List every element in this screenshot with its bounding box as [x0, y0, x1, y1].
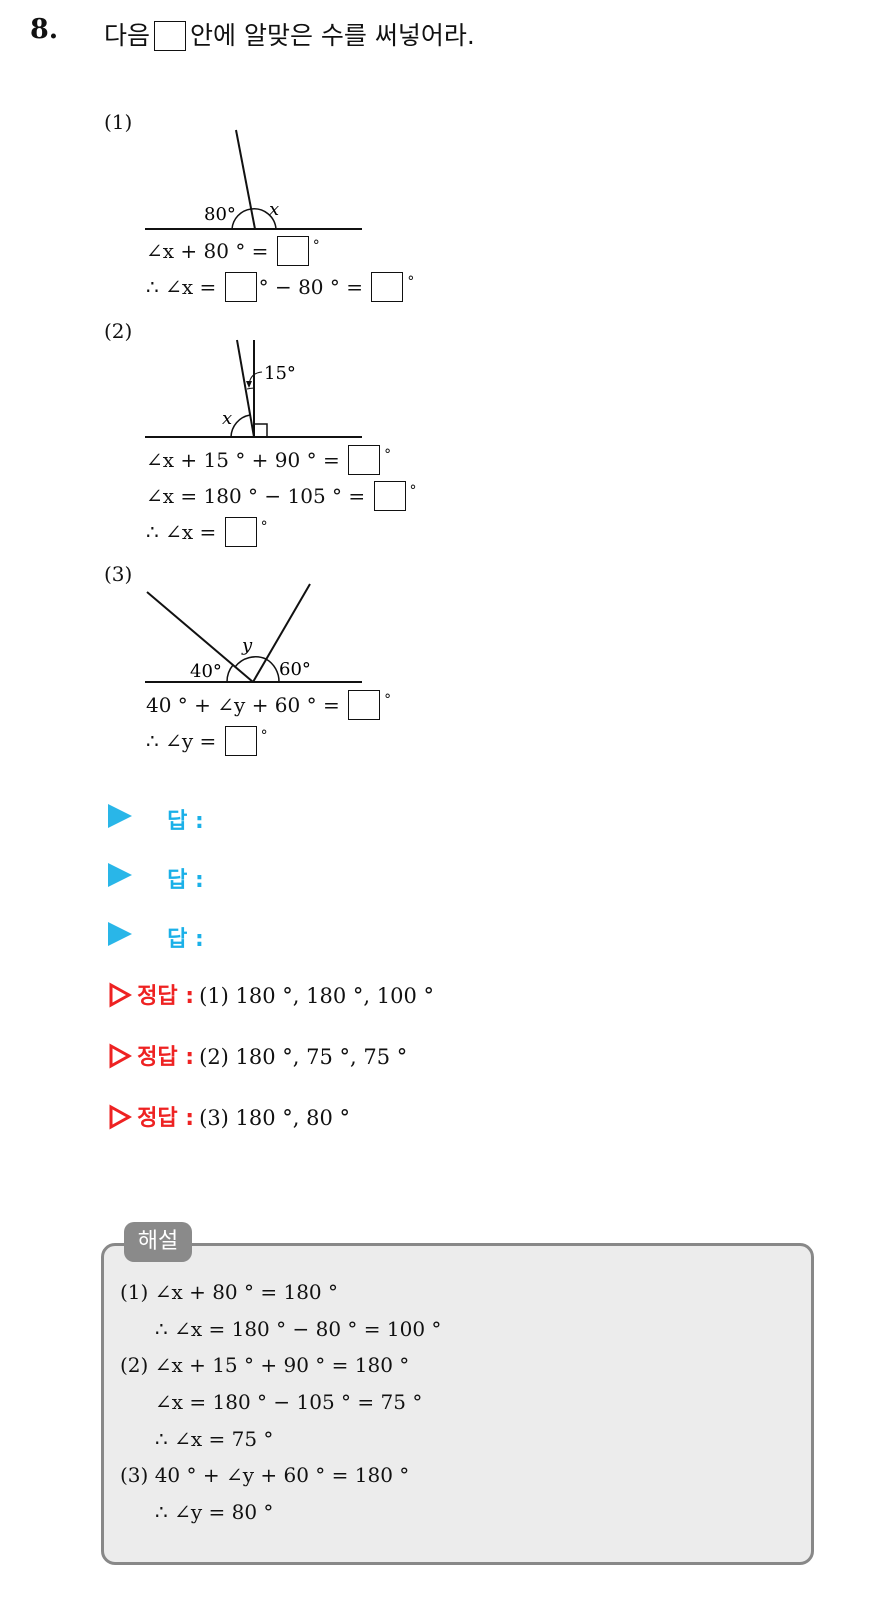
play-triangle-icon — [108, 922, 132, 946]
correct-answer-1: 정답 : (1) 180 °, 180 °, 100 ° — [108, 978, 434, 1010]
part-3-line-2-text: ∴ ∠y = — [146, 729, 217, 753]
degree-mark: ° — [312, 238, 320, 254]
part-1-angle-right: x — [269, 199, 279, 220]
outline-triangle-icon — [109, 1104, 132, 1130]
part-1-label: (1) — [104, 110, 133, 134]
part-3-line-1: 40 ° + ∠y + 60 ° = ° — [146, 690, 391, 720]
part-2-angle-small: 15° — [264, 363, 296, 384]
play-triangle-icon — [108, 804, 132, 828]
correct-answer-value: (3) 180 °, 80 ° — [199, 1106, 351, 1130]
correct-answer-3: 정답 : (3) 180 °, 80 ° — [108, 1100, 350, 1132]
degree-mark: ° — [260, 728, 268, 744]
answer-blank[interactable] — [348, 445, 381, 475]
explanation-line: (1) ∠x + 80 ° = 180 ° — [120, 1280, 339, 1304]
question-text-after: 안에 알맞은 수를 써넣어라. — [190, 21, 475, 50]
correct-label: 정답 : — [137, 1045, 195, 1070]
part-1-line-2-text-b: ° − 80 ° = — [258, 275, 363, 299]
part-1-line-1: ∠x + 80 ° = ° — [146, 236, 320, 266]
part-2-angle-var: x — [222, 408, 232, 429]
play-triangle-icon — [108, 863, 132, 887]
degree-mark: ° — [409, 483, 417, 499]
correct-label: 정답 : — [137, 984, 195, 1009]
answer-row-1[interactable]: 답 : — [108, 803, 204, 835]
part-3-angle-left: 40° — [190, 661, 222, 682]
part-2-label: (2) — [104, 319, 133, 343]
answer-blank[interactable] — [371, 272, 404, 302]
answer-row-3[interactable]: 답 : — [108, 921, 204, 953]
part-1-line-2: ∴ ∠x = ° − 80 ° = ° — [146, 272, 414, 302]
part-2-figure: 15° x — [145, 339, 362, 438]
explanation-line: ∴ ∠y = 80 ° — [155, 1500, 274, 1524]
degree-mark: ° — [384, 692, 392, 708]
part-2-line-1-text: ∠x + 15 ° + 90 ° = — [146, 448, 340, 472]
explanation-tab: 해설 — [124, 1222, 192, 1262]
part-2-line-3-text: ∴ ∠x = — [146, 520, 217, 544]
answer-blank[interactable] — [224, 272, 257, 302]
answer-label: 답 : — [167, 927, 204, 952]
degree-mark: ° — [384, 447, 392, 463]
part-3-label: (3) — [104, 562, 133, 586]
blank-box — [154, 21, 187, 51]
correct-label: 정답 : — [137, 1106, 195, 1131]
part-3-line-2: ∴ ∠y = ° — [146, 726, 268, 756]
correct-answer-value: (2) 180 °, 75 °, 75 ° — [199, 1045, 408, 1069]
part-1-line-1-text: ∠x + 80 ° = — [146, 239, 269, 263]
explanation-line: (3) 40 ° + ∠y + 60 ° = 180 ° — [120, 1463, 410, 1487]
answer-blank[interactable] — [224, 517, 257, 547]
correct-answer-value: (1) 180 °, 180 °, 100 ° — [199, 984, 435, 1008]
correct-answer-2: 정답 : (2) 180 °, 75 °, 75 ° — [108, 1039, 407, 1071]
explanation-box — [101, 1243, 814, 1565]
part-2-line-2: ∠x = 180 ° − 105 ° = ° — [146, 481, 417, 511]
degree-mark: ° — [407, 274, 415, 290]
answer-blank[interactable] — [348, 690, 381, 720]
question-text: 다음 안에 알맞은 수를 써넣어라. — [104, 16, 475, 52]
question-number: 8. — [30, 14, 59, 45]
question-text-before: 다음 — [104, 21, 151, 50]
answer-row-2[interactable]: 답 : — [108, 862, 204, 894]
explanation-line: (2) ∠x + 15 ° + 90 ° = 180 ° — [120, 1353, 410, 1377]
part-3-figure: 40° 60° y — [145, 583, 362, 683]
explanation-line: ∴ ∠x = 180 ° − 80 ° = 100 ° — [155, 1317, 442, 1341]
explanation-line: ∴ ∠x = 75 ° — [155, 1427, 274, 1451]
answer-label: 답 : — [167, 868, 204, 893]
part-3-angle-right: 60° — [279, 659, 311, 680]
part-1-figure: 80° x — [145, 129, 362, 230]
outline-triangle-icon — [109, 1043, 132, 1069]
answer-blank[interactable] — [276, 236, 309, 266]
explanation-line: ∠x = 180 ° − 105 ° = 75 ° — [155, 1390, 423, 1414]
degree-mark: ° — [260, 519, 268, 535]
part-1-angle-left: 80° — [204, 204, 236, 225]
part-3-angle-var: y — [241, 635, 253, 656]
outline-triangle-icon — [109, 982, 132, 1008]
part-2-line-2-text: ∠x = 180 ° − 105 ° = — [146, 484, 366, 508]
answer-blank[interactable] — [224, 726, 257, 756]
answer-blank[interactable] — [373, 481, 406, 511]
part-2-line-1: ∠x + 15 ° + 90 ° = ° — [146, 445, 391, 475]
part-1-line-2-text: ∴ ∠x = — [146, 275, 217, 299]
part-2-line-3: ∴ ∠x = ° — [146, 517, 268, 547]
answer-label: 답 : — [167, 809, 204, 834]
part-3-line-1-text: 40 ° + ∠y + 60 ° = — [146, 693, 340, 717]
